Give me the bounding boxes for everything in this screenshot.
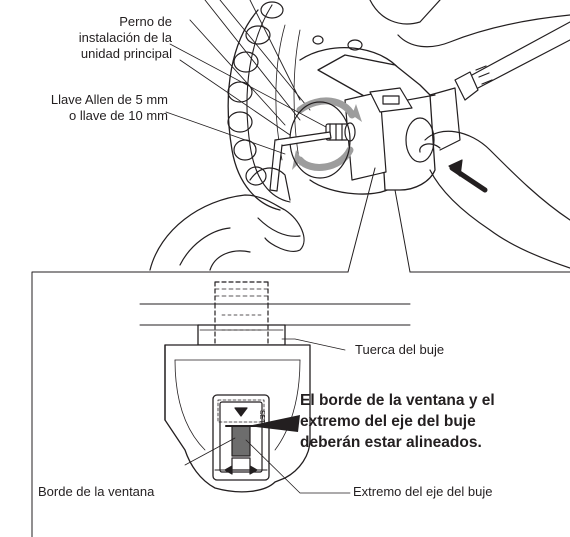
right-hand bbox=[419, 130, 570, 269]
bolt-label-line1: Perno de bbox=[119, 14, 172, 29]
set-mark: SET bbox=[258, 410, 265, 424]
callout-line3: deberán estar alineados. bbox=[300, 434, 482, 451]
wrench-label-line2: o llave de 10 mm bbox=[69, 108, 168, 123]
hub-nut-label: Tuerca del buje bbox=[355, 342, 445, 357]
axle-end-label: Extremo del eje del buje bbox=[353, 484, 493, 499]
bolt-label-line3: unidad principal bbox=[80, 46, 172, 61]
connector bbox=[454, 21, 570, 101]
bolt-label: Perno de instalación de la unidad princi… bbox=[79, 14, 172, 62]
hex-wrench bbox=[269, 131, 332, 192]
left-hand bbox=[149, 167, 305, 271]
bolt-label-line2: instalación de la bbox=[78, 30, 172, 45]
alignment-callout: El borde de la ventana y el extremo del … bbox=[300, 390, 495, 453]
wrench-label: Llave Allen de 5 mm o llave de 10 mm bbox=[51, 92, 168, 124]
callout-line2: extremo del eje del buje bbox=[300, 413, 476, 430]
wrench-label-line1: Llave Allen de 5 mm bbox=[50, 92, 168, 107]
top-illustration bbox=[149, 0, 570, 273]
callout-line1: El borde de la ventana y el bbox=[300, 392, 495, 409]
detail-frame bbox=[31, 271, 570, 537]
mounting-bolt bbox=[325, 122, 356, 142]
cassette-sprocket bbox=[227, 1, 301, 211]
window-edge-label: Borde de la ventana bbox=[38, 484, 155, 499]
detail-illustration bbox=[139, 281, 411, 493]
callout-pointer bbox=[248, 415, 300, 432]
leader-lines bbox=[165, 43, 351, 494]
